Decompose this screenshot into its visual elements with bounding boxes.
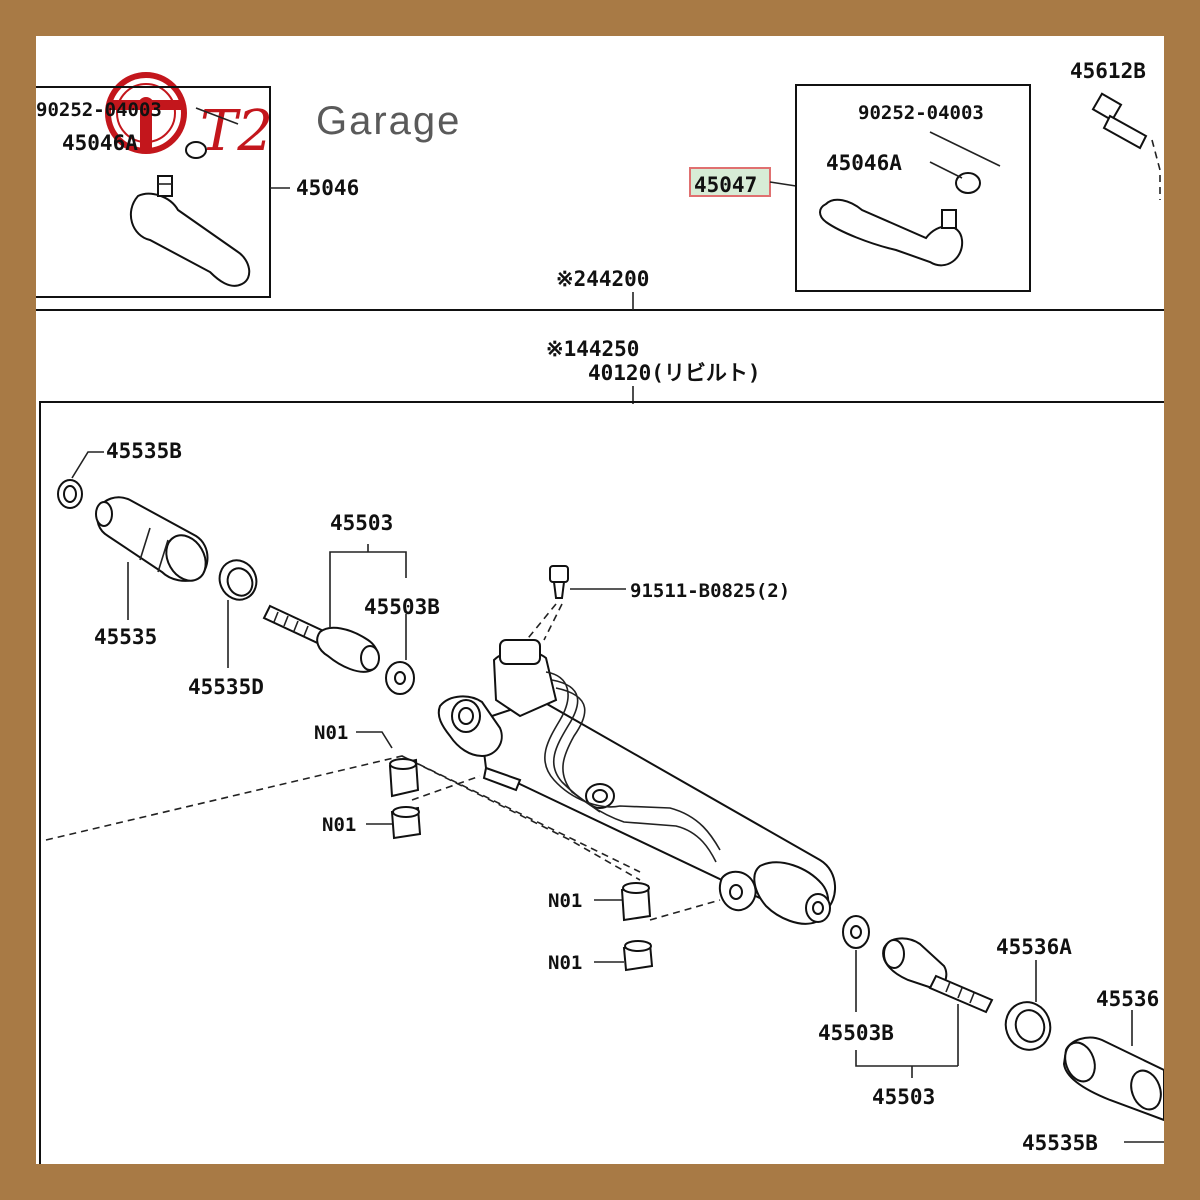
washer-45503b-bottom [842, 915, 870, 949]
label-40120: 40120(リビルト) [588, 361, 761, 385]
label-45535b-top: 45535B [106, 439, 182, 463]
washer-45503b-top [385, 661, 415, 695]
bolt-45612b [1091, 92, 1161, 200]
label-45046a-right: 45046A [826, 151, 902, 175]
bushing-n01-b [390, 806, 422, 840]
label-44250: ※144250 [546, 337, 639, 361]
label-45503b-bottom: 45503B [818, 1021, 894, 1045]
logo-text: Garage [316, 99, 461, 143]
tie-rod-end-right-part [819, 198, 964, 267]
tie-rod-end-left-group [36, 86, 290, 298]
label-n01-d: N01 [548, 952, 582, 974]
t2-garage-logo: T2 Garage [105, 72, 461, 164]
clamp-45535d [218, 559, 258, 601]
steering-rack-housing [437, 639, 837, 925]
parts-diagram-frame: T2 Garage [36, 36, 1164, 1164]
clip-45535b-top [57, 479, 83, 509]
bushing-n01-a [388, 758, 420, 798]
hydraulic-lines [544, 671, 721, 863]
label-45536: 45536 [1096, 987, 1159, 1011]
label-90252-right: 90252-04003 [858, 102, 984, 124]
part-highlight-45047 [689, 167, 771, 197]
clamp-45536a [1004, 1001, 1052, 1051]
boot-45536-right [1062, 1036, 1164, 1122]
label-44200: ※244200 [556, 267, 649, 291]
label-45047: 45047 [694, 173, 757, 197]
label-45612b: 45612B [1070, 59, 1146, 83]
bolt-91511 [549, 565, 569, 599]
label-45046: 45046 [296, 176, 359, 200]
steering-rack-parts-diagram: T2 Garage [36, 59, 1164, 1164]
label-45046a-left: 45046A [62, 131, 138, 155]
label-45503-bottom: 45503 [872, 1085, 935, 1109]
label-45503b-top: 45503B [364, 595, 440, 619]
tie-rod-45503-right [882, 937, 994, 1014]
logo-mark: T2 [200, 99, 273, 164]
nut-left [185, 141, 207, 159]
label-n01-c: N01 [548, 890, 582, 912]
label-45536a: 45536A [996, 935, 1072, 959]
label-45503-top: 45503 [330, 511, 393, 535]
label-n01-b: N01 [322, 814, 356, 836]
steering-wheel-icon [105, 72, 187, 154]
tie-rod-end-right-group [795, 84, 1031, 292]
label-91511: 91511-B0825(2) [630, 580, 790, 602]
boot-45535-left [95, 496, 209, 582]
label-45535: 45535 [94, 625, 157, 649]
label-45535d: 45535D [188, 675, 264, 699]
label-45535b-bottom: 45535B [1022, 1131, 1098, 1155]
bushing-n01-c [620, 882, 652, 922]
tie-rod-end-left-part [129, 175, 251, 287]
label-90252-left: 90252-04003 [36, 99, 162, 121]
bushing-n01-d [622, 940, 654, 972]
tie-rod-45503-left [262, 604, 380, 673]
rack-assembly-box [39, 401, 1164, 1164]
label-n01-a: N01 [314, 722, 348, 744]
